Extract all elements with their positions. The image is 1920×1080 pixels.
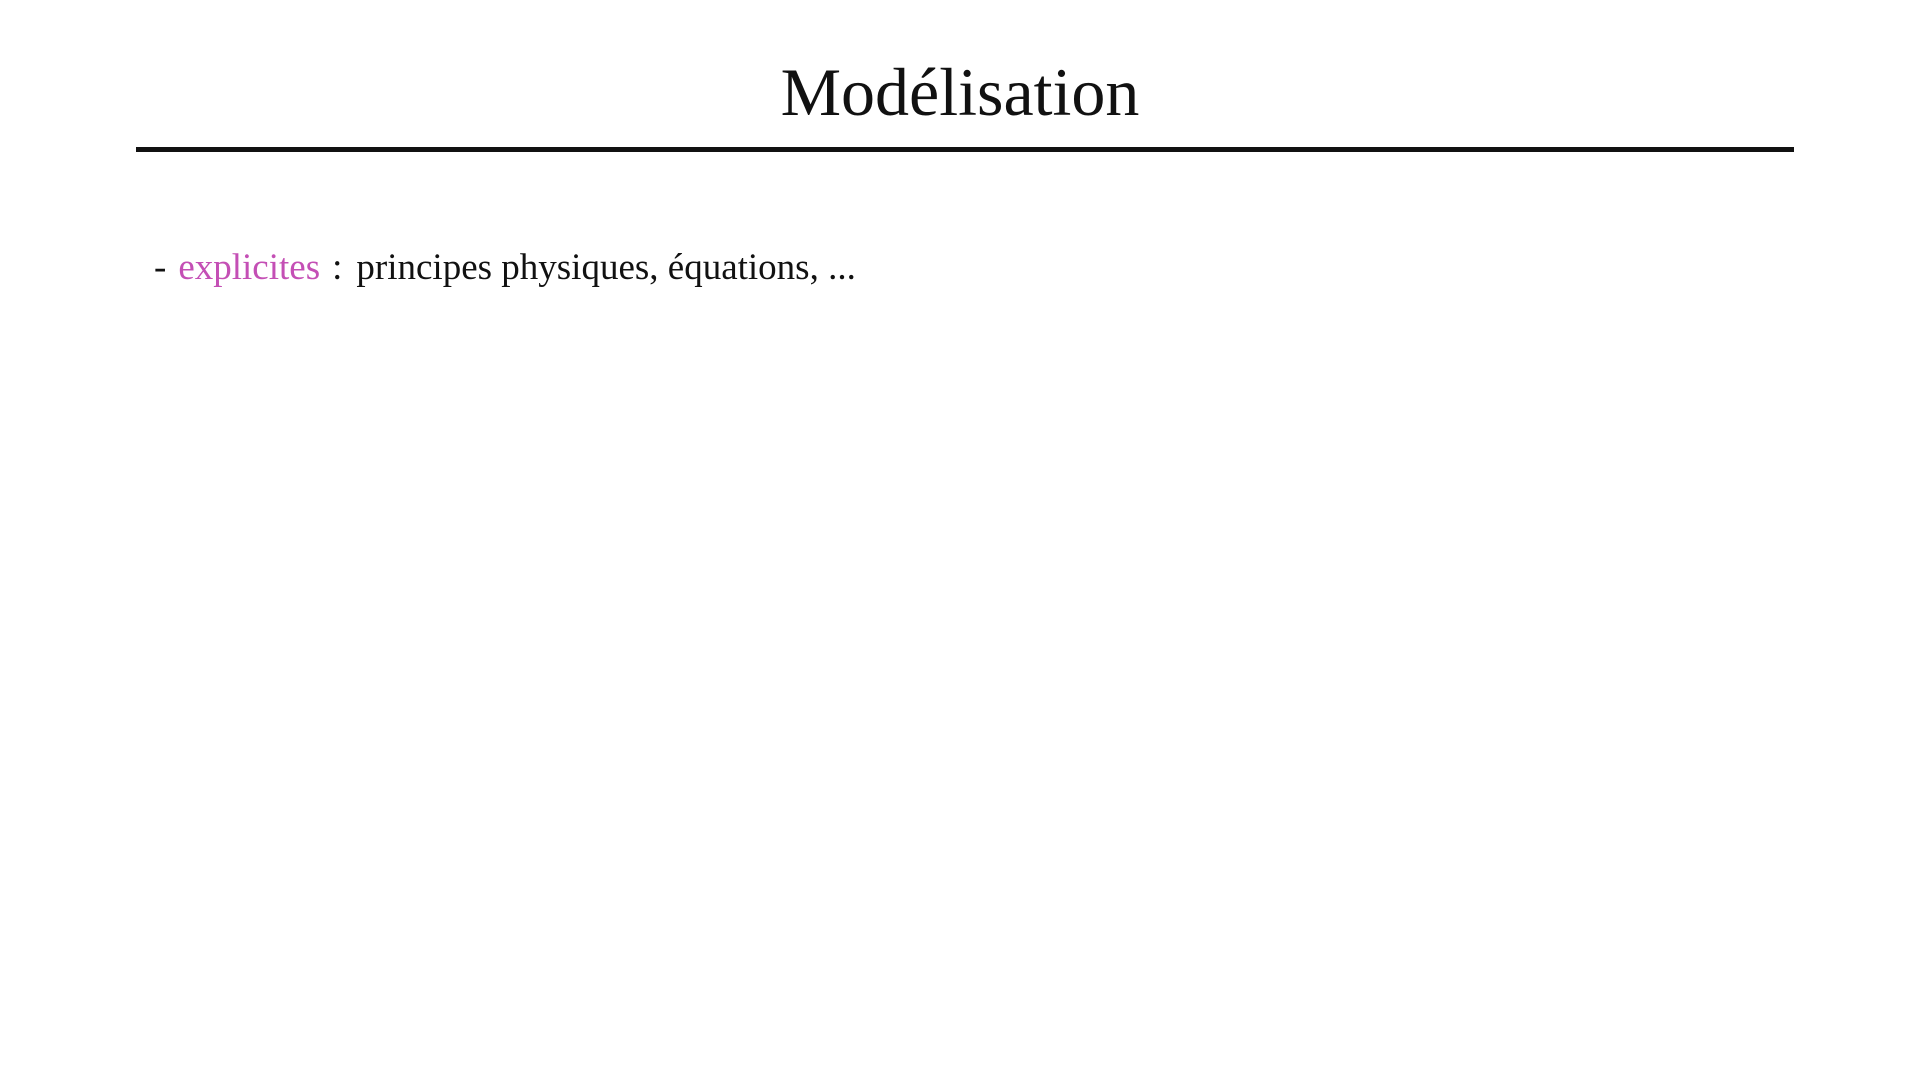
slide-title: Modélisation bbox=[780, 54, 1140, 130]
bullet-marker: - bbox=[154, 247, 167, 288]
bullet-item: -explicites: principes physiques, équatio… bbox=[154, 246, 856, 290]
bullet-separator: : bbox=[332, 247, 343, 288]
bullet-keyword: explicites bbox=[178, 247, 321, 288]
bullet-text: principes physiques, équations, ... bbox=[356, 247, 856, 288]
title-underline bbox=[136, 147, 1794, 152]
